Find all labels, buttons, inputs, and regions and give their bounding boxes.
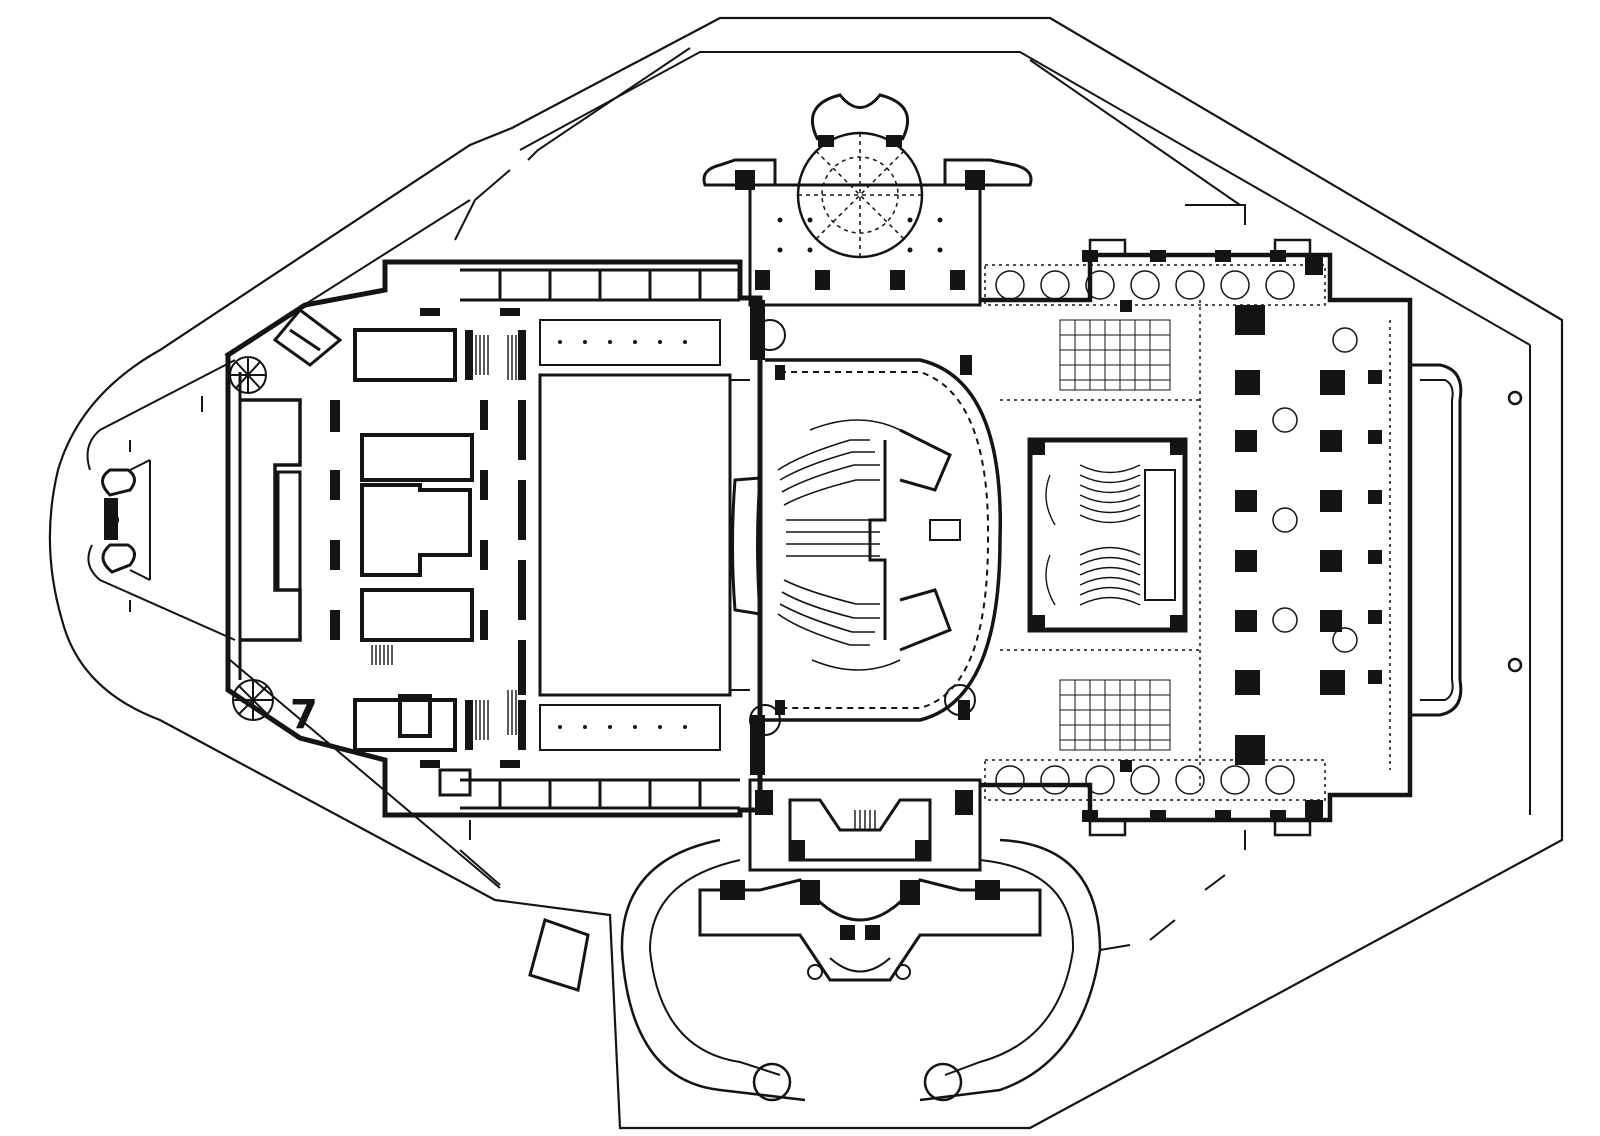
site-boundary [48, 16, 1564, 1130]
north-pavilion [702, 93, 1033, 351]
west-fountain [101, 459, 151, 581]
main-stage [538, 373, 732, 697]
south-pavilion-piers [720, 880, 1000, 940]
south-pavilion [748, 684, 982, 872]
west-approach-curb [86, 359, 236, 641]
north-drive-curb [454, 47, 1241, 241]
south-west-curb [229, 659, 501, 889]
auditorium [731, 300, 1003, 775]
room-number-label: 7 [290, 692, 318, 738]
kiosk [528, 918, 590, 992]
east-foyer [980, 238, 1463, 837]
backstage-wing: 7 [225, 259, 763, 818]
east-lamp-posts [1099, 204, 1523, 951]
lamp-posts-west [129, 396, 501, 886]
south-carriage-loop [620, 838, 1102, 1102]
